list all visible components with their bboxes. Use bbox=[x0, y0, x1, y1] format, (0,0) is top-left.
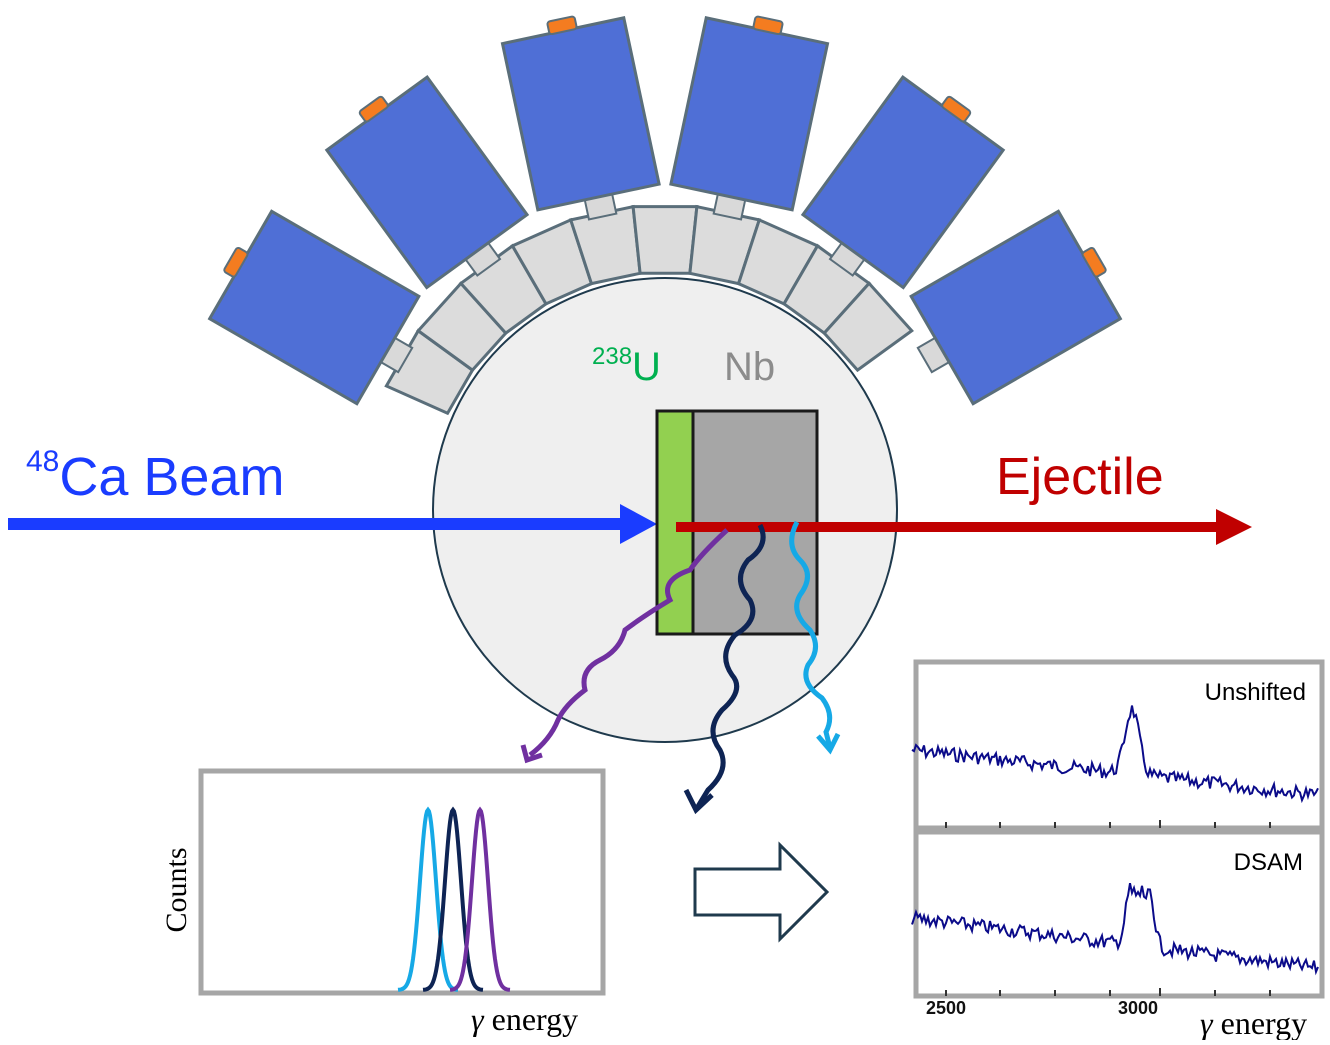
measured-x-label: γ energy bbox=[1200, 1005, 1307, 1040]
beam-label: 48Ca Beam bbox=[26, 445, 284, 507]
measured-spectra: Unshifted DSAM 2500 3000 γ energy bbox=[911, 659, 1325, 1041]
beam-arrow bbox=[8, 504, 657, 544]
peak-cyan bbox=[397, 806, 459, 992]
gamma-ray-navy bbox=[694, 523, 766, 810]
unshifted-trace bbox=[911, 705, 1319, 804]
backing-label: Nb bbox=[724, 345, 775, 389]
germanium-detector bbox=[800, 75, 1006, 290]
gamma-ray-purple bbox=[528, 528, 729, 757]
target-label: 238U bbox=[592, 343, 661, 389]
gamma-ray-cyan bbox=[789, 520, 833, 749]
germanium-detector bbox=[207, 209, 421, 406]
schematic-frame bbox=[198, 768, 606, 996]
detector-housing-segment bbox=[631, 205, 699, 275]
unshifted-panel bbox=[913, 659, 1325, 831]
ejectile-arrow bbox=[676, 509, 1252, 545]
germanium-detector bbox=[500, 15, 661, 221]
detector-array bbox=[207, 15, 1123, 416]
tick-label-2500: 2500 bbox=[926, 998, 966, 1018]
germanium-detector bbox=[909, 209, 1123, 406]
tick-marks bbox=[945, 820, 1271, 996]
ejectile-label: Ejectile bbox=[996, 448, 1164, 506]
tick-label-3000: 3000 bbox=[1118, 998, 1158, 1018]
dsam-label: DSAM bbox=[1234, 849, 1303, 876]
germanium-detector bbox=[669, 15, 830, 221]
dsam-trace bbox=[911, 882, 1319, 976]
germanium-detector bbox=[324, 75, 530, 290]
unshifted-label: Unshifted bbox=[1205, 679, 1306, 706]
dsam-panel bbox=[913, 829, 1325, 999]
peak-navy bbox=[422, 806, 484, 992]
schematic-y-label: Counts bbox=[160, 847, 193, 932]
schematic-spectrum: Counts γ energy bbox=[160, 768, 606, 1037]
right-arrow-icon bbox=[693, 841, 830, 943]
schematic-x-label: γ energy bbox=[471, 1001, 578, 1037]
gamma-rays bbox=[520, 520, 841, 815]
detector-housing-segment bbox=[822, 281, 914, 373]
peak-purple bbox=[449, 806, 511, 992]
